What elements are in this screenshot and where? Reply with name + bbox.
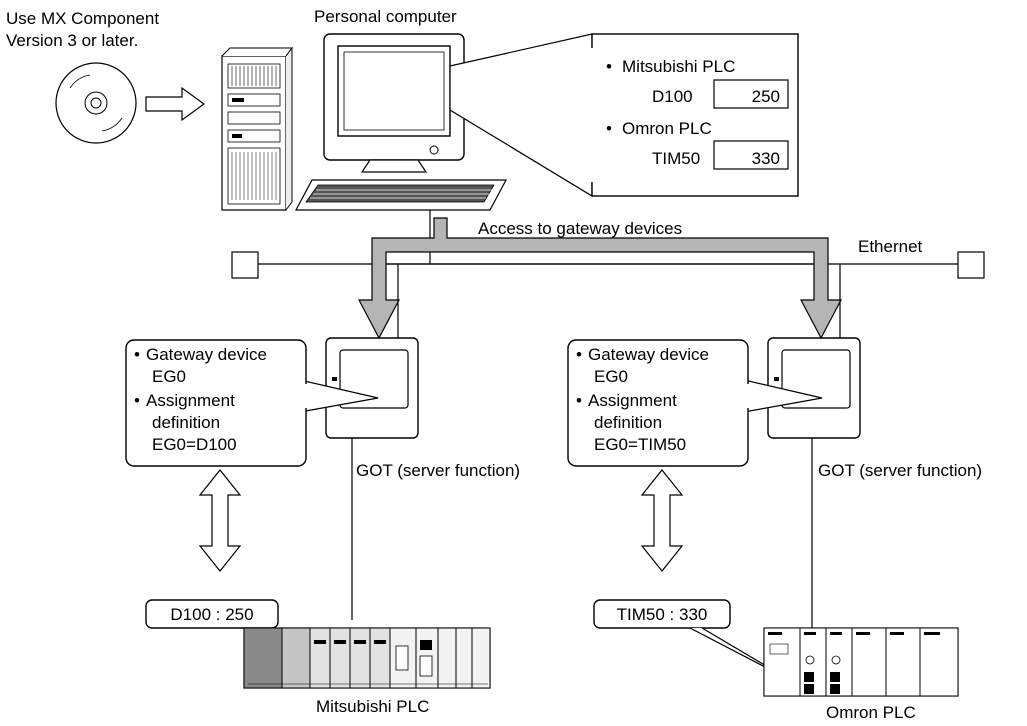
cd-disc-icon bbox=[55, 62, 137, 144]
mitsubishi-value: 250 bbox=[752, 87, 780, 106]
plc-right-label: Omron PLC bbox=[826, 703, 916, 722]
got-right-line1: Gateway device bbox=[588, 345, 709, 364]
mitsubishi-device-label: D100 bbox=[652, 87, 693, 106]
got-right-panel-icon bbox=[767, 337, 861, 439]
access-label: Access to gateway devices bbox=[478, 219, 682, 238]
callout-bullet-1: • bbox=[606, 57, 612, 76]
monitor-callout-pointer bbox=[449, 33, 593, 198]
got-left-line5: EG0=D100 bbox=[152, 435, 237, 454]
terminator-right bbox=[957, 251, 985, 279]
got-left-line2: EG0 bbox=[152, 367, 186, 386]
got-left-line1: Gateway device bbox=[146, 345, 267, 364]
mitsubishi-plc-icon bbox=[243, 627, 491, 689]
got-left-bullet-1: • bbox=[134, 345, 140, 364]
right-double-arrow-icon bbox=[640, 469, 684, 572]
left-double-arrow-icon bbox=[198, 469, 242, 572]
got-left-label: GOT (server function) bbox=[356, 461, 520, 480]
pc-title: Personal computer bbox=[314, 7, 457, 26]
mitsubishi-value-box bbox=[713, 79, 789, 109]
got-right-bullet-1: • bbox=[576, 345, 582, 364]
callout-bullet-2: • bbox=[606, 119, 612, 138]
got-left-line4: definition bbox=[152, 413, 220, 432]
got-left-panel-icon bbox=[325, 337, 419, 439]
plc-right-value-text: TIM50 : 330 bbox=[617, 605, 708, 624]
got-right-line2: EG0 bbox=[594, 367, 628, 386]
got-left-line3: Assignment bbox=[146, 391, 235, 410]
monitor-icon bbox=[323, 33, 465, 173]
plc-left-value-text: D100 : 250 bbox=[170, 605, 253, 624]
got-left-bullet-2: • bbox=[134, 391, 140, 410]
install-arrow-icon bbox=[145, 86, 206, 122]
got-right-label: GOT (server function) bbox=[818, 461, 982, 480]
omron-plc-heading: Omron PLC bbox=[622, 119, 712, 138]
plc-left-label: Mitsubishi PLC bbox=[316, 697, 429, 716]
got-right-line3: Assignment bbox=[588, 391, 677, 410]
keyboard-icon bbox=[295, 179, 507, 211]
ethernet-label: Ethernet bbox=[858, 237, 923, 256]
omron-device-label: TIM50 bbox=[652, 149, 700, 168]
got-right-line5: EG0=TIM50 bbox=[594, 435, 686, 454]
got-right-line4: definition bbox=[594, 413, 662, 432]
terminator-left bbox=[231, 251, 259, 279]
plc-left-value-tag bbox=[145, 599, 279, 629]
tower-pc-icon bbox=[221, 46, 293, 211]
cd-note-line2: Version 3 or later. bbox=[6, 31, 138, 50]
omron-plc-icon bbox=[763, 627, 959, 697]
access-arrow bbox=[358, 217, 842, 340]
cd-note-line1: Use MX Component bbox=[6, 9, 159, 28]
plc-right-value-tag bbox=[593, 599, 731, 629]
omron-value: 330 bbox=[752, 149, 780, 168]
mitsubishi-plc-heading: Mitsubishi PLC bbox=[622, 57, 735, 76]
omron-value-box bbox=[713, 140, 789, 170]
got-right-bullet-2: • bbox=[576, 391, 582, 410]
